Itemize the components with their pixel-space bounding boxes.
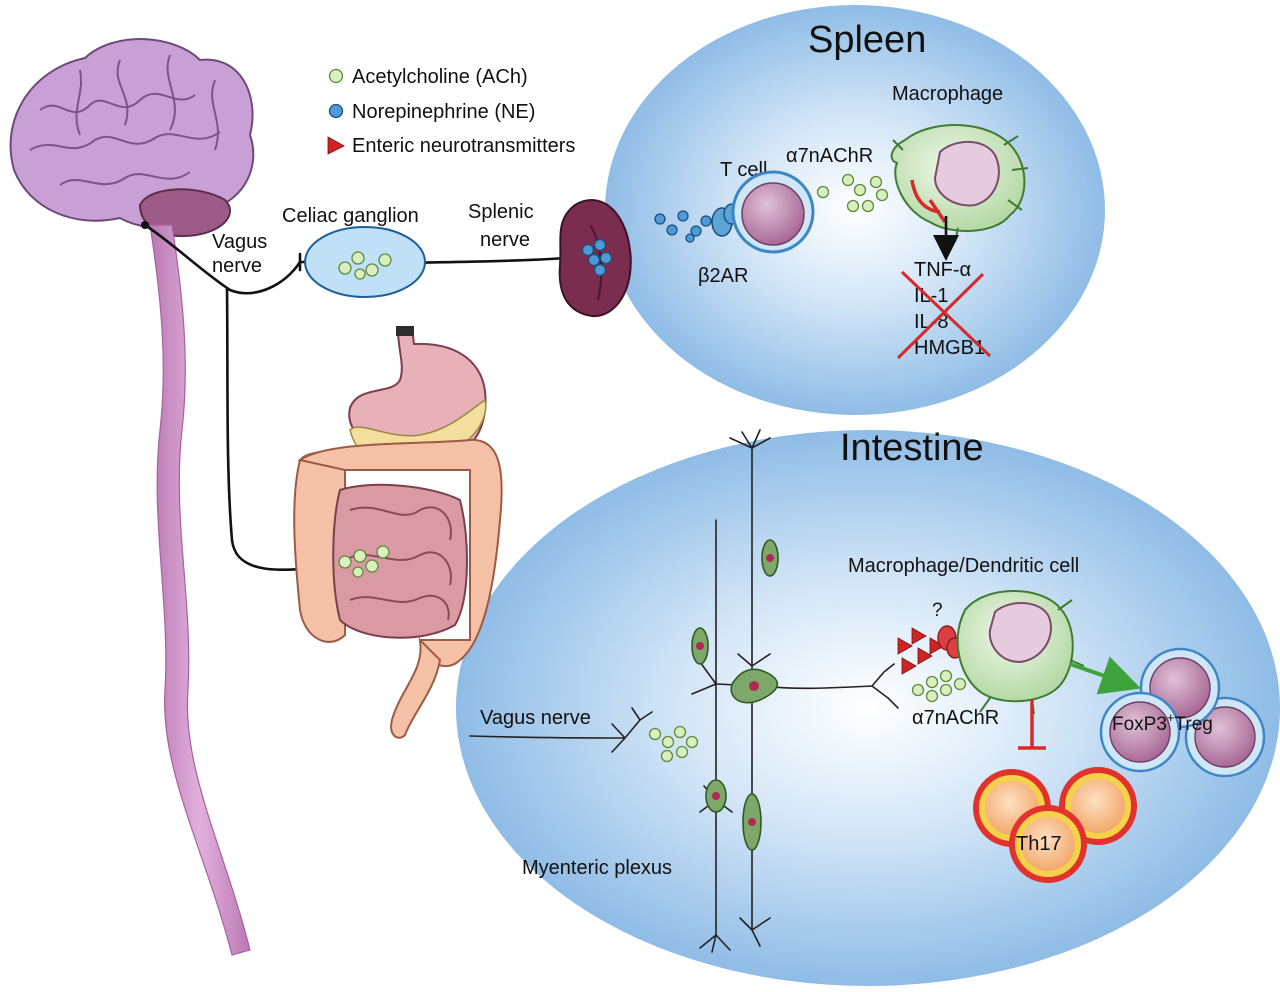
cytokine-hmgb1: HMGB1 xyxy=(914,337,985,359)
th17-cells xyxy=(973,767,1137,883)
treg-label-superscript: + xyxy=(1167,710,1175,725)
treg-cells xyxy=(1099,647,1266,778)
spleen-ach-particles xyxy=(816,173,889,213)
vagus-nerve-label-line1: Vagus xyxy=(212,231,267,253)
enteric-neurotransmitters xyxy=(897,627,945,675)
vagus-nerve-label-line2: nerve xyxy=(212,255,262,277)
legend-ne-label: Norepinephrine (NE) xyxy=(352,101,535,123)
celiac-ganglion xyxy=(304,226,426,298)
t-cell xyxy=(731,170,815,254)
legend-enteric-marker xyxy=(327,136,345,155)
legend-enteric-label: Enteric neurotransmitters xyxy=(352,135,575,157)
intestine-title: Intestine xyxy=(840,427,984,469)
spleen-title: Spleen xyxy=(808,19,926,61)
legend-ne-marker xyxy=(328,103,344,119)
treg-label-main: FoxP3 xyxy=(1112,714,1167,735)
spleen-inhibition-mark xyxy=(910,179,947,223)
myenteric-plexus-neurons xyxy=(469,429,899,953)
treg-label: FoxP3+Treg xyxy=(1112,710,1213,735)
treg-label-suffix: Treg xyxy=(1175,714,1213,735)
splenic-nerve-label-line1: Splenic xyxy=(468,201,534,223)
intestines xyxy=(293,438,503,739)
intestine-ach-particles xyxy=(911,669,967,703)
splenic-nerve-label-line2: nerve xyxy=(480,229,530,251)
b2ar-label: β2AR xyxy=(698,265,748,287)
treg-activation-arrow xyxy=(1069,656,1141,695)
cytokine-tnf: TNF-α xyxy=(914,259,971,281)
vagus-nerve-pathways xyxy=(141,221,568,572)
celiac-ganglion-label: Celiac ganglion xyxy=(282,205,419,227)
macrophage-dc-label: Macrophage/Dendritic cell xyxy=(848,555,1079,577)
macrophage-label: Macrophage xyxy=(892,83,1003,105)
myenteric-plexus-label: Myenteric plexus xyxy=(522,857,672,879)
a7nachr-intestine-label: α7nAChR xyxy=(912,707,999,729)
a7nachr-spleen-label: α7nAChR xyxy=(786,145,873,167)
intestine-macrophage xyxy=(956,590,1085,715)
spleen-ne-particles xyxy=(654,210,712,243)
spleen-organ xyxy=(558,199,632,318)
legend: Acetylcholine (ACh) Norepinephrine (NE) … xyxy=(327,66,575,157)
intestine-vagus-ach-particles xyxy=(648,725,699,763)
legend-ach-label: Acetylcholine (ACh) xyxy=(352,66,528,88)
legend-ach-marker xyxy=(328,68,344,84)
th17-label: Th17 xyxy=(1016,833,1062,855)
intestine-vagus-nerve-label: Vagus nerve xyxy=(480,707,591,729)
unknown-receptor-question: ? xyxy=(932,600,943,621)
cytokine-cross-out xyxy=(896,270,992,360)
th17-inhibition-mark xyxy=(1018,700,1046,750)
brain xyxy=(9,38,255,229)
spinal-cord xyxy=(149,224,251,956)
